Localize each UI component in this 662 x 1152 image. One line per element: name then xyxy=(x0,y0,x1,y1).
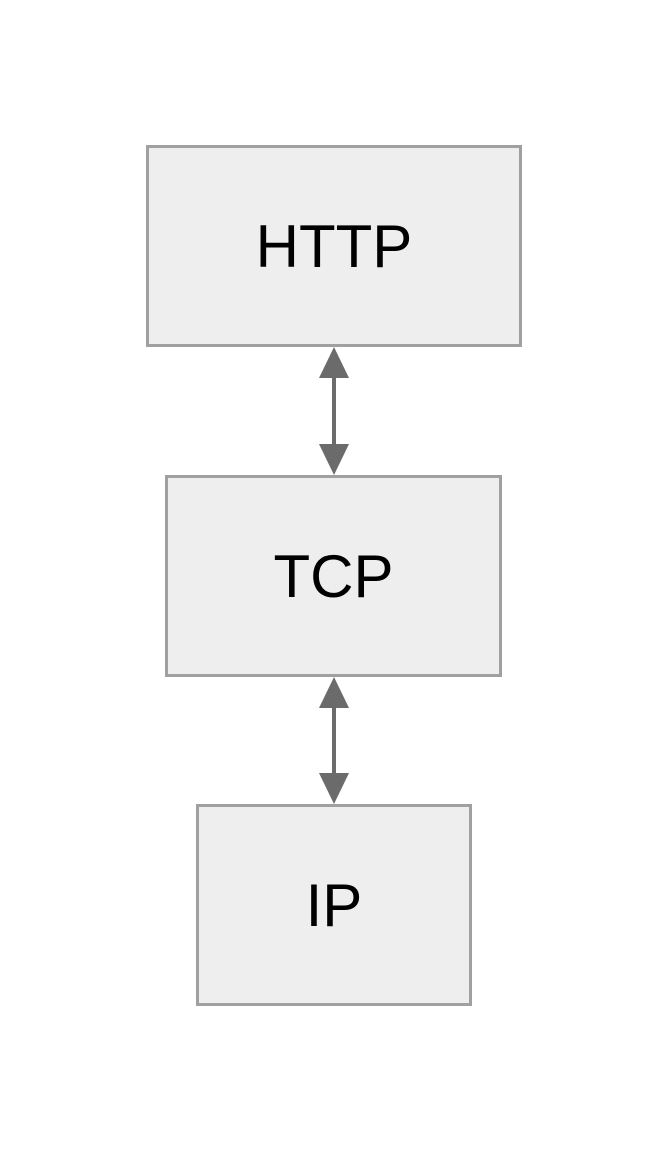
arrowhead-up-icon xyxy=(319,347,349,378)
arrowhead-up-icon xyxy=(319,677,349,708)
http-layer-box: HTTP xyxy=(146,145,522,347)
ip-layer-label: IP xyxy=(305,871,363,939)
ip-layer-box: IP xyxy=(196,804,472,1006)
arrowhead-down-icon xyxy=(319,444,349,475)
tcp-layer-label: TCP xyxy=(273,542,394,610)
tcp-layer-box: TCP xyxy=(165,475,502,677)
arrowhead-down-icon xyxy=(319,773,349,804)
http-tcp-arrow xyxy=(319,347,349,475)
http-layer-label: HTTP xyxy=(255,212,413,280)
tcp-ip-arrow xyxy=(319,677,349,804)
